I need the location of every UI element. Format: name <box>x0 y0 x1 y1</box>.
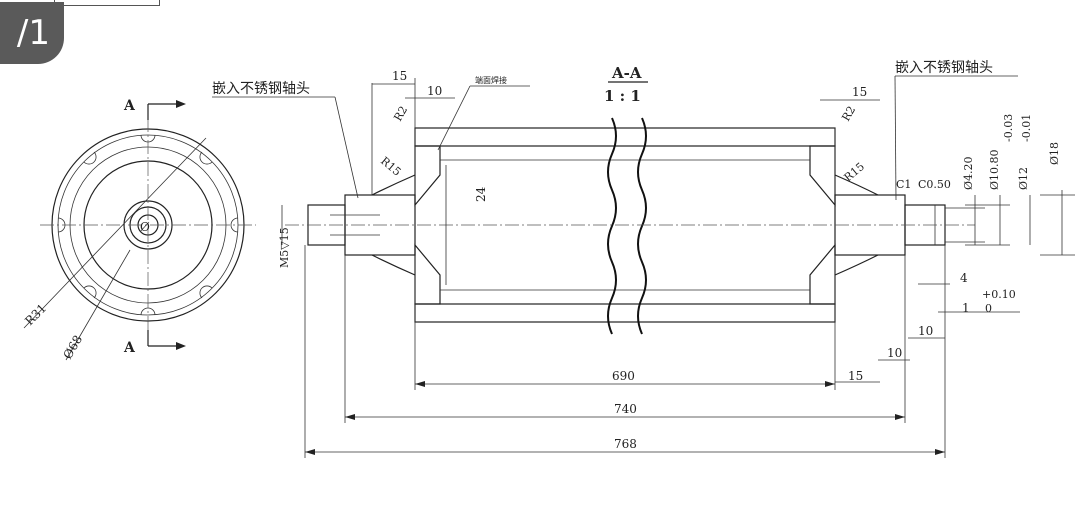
r31-leader <box>23 137 207 329</box>
page-indicator-badge[interactable]: /1 <box>0 2 64 64</box>
section-scale: 1 : 1 <box>604 87 641 105</box>
dim-r15-left: R15 <box>378 154 403 178</box>
dia68-label: Ø68 <box>60 333 85 362</box>
page-indicator-text: /1 <box>16 13 50 53</box>
dim-tol12-lower: -0.01 <box>1020 114 1033 142</box>
section-marker-bottom: A <box>123 340 136 356</box>
weld-note: 端面焊接 <box>475 75 507 85</box>
annotations: 嵌入不锈钢轴头 嵌入不锈钢轴头 端面焊接 15 10 R2 R15 24 M5▽… <box>212 60 1075 458</box>
end-view-notches <box>57 134 239 316</box>
dim-4: 4 <box>960 271 968 285</box>
dim-tol12-upper: -0.03 <box>1002 114 1015 142</box>
dim-15-top-right: 15 <box>852 85 867 99</box>
dim-r2-right: R2 <box>839 104 858 124</box>
left-cap-top <box>414 145 441 207</box>
insert-label-left: 嵌入不锈钢轴头 <box>212 81 310 97</box>
dim-dia420: Ø4.20 <box>962 156 975 190</box>
dim-c050: C0.50 <box>918 178 951 191</box>
tube-wall-top <box>414 127 836 147</box>
bore-label: Ø <box>140 220 150 234</box>
dim-15-bottom: 15 <box>848 369 863 383</box>
tube-wall-bottom <box>414 303 836 323</box>
dim-10-a: 10 <box>918 324 933 338</box>
dim-1: 1 <box>962 301 970 315</box>
dim-r15-right: R15 <box>842 160 867 184</box>
dim-15-top-left: 15 <box>392 69 407 83</box>
dim-dia1080: Ø10.80 <box>988 149 1001 190</box>
dim-768: 768 <box>614 437 637 451</box>
r31-label: R31 <box>22 301 49 328</box>
section-marker-top: A <box>123 98 136 114</box>
right-cap-bottom <box>809 243 836 305</box>
dim-740: 740 <box>614 402 637 416</box>
section-title: A-A <box>611 64 642 82</box>
dia68-leader <box>65 249 131 361</box>
right-cap-top <box>809 145 836 207</box>
insert-label-right: 嵌入不锈钢轴头 <box>895 60 993 76</box>
dim-690: 690 <box>612 369 635 383</box>
dim-r2-left: R2 <box>391 104 410 124</box>
dim-24: 24 <box>474 186 488 202</box>
break-line-right <box>637 117 647 335</box>
dim-m5: M5▽15 <box>278 227 291 268</box>
dim-10-top-left: 10 <box>427 84 442 98</box>
dim-c1: C1 <box>896 178 911 191</box>
dim-tol-lower: 0 <box>985 302 992 315</box>
dim-10-b: 10 <box>887 346 902 360</box>
dim-tol-upper: +0.10 <box>982 288 1016 301</box>
break-line-left <box>607 117 617 335</box>
end-view: Ø R31 Ø68 A A <box>22 98 256 362</box>
section-view: A-A 1 : 1 <box>285 64 975 335</box>
dim-dia12: Ø12 <box>1017 167 1030 190</box>
left-cap-bottom <box>414 243 441 305</box>
dim-dia18: Ø18 <box>1048 142 1061 165</box>
